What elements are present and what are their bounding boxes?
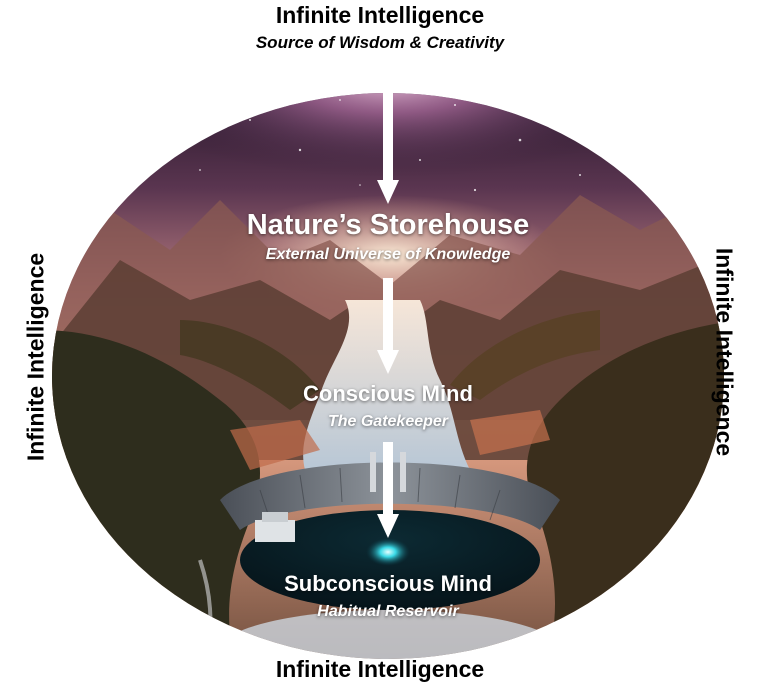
top-title: Infinite Intelligence xyxy=(275,2,485,28)
stage-conscious-mind: Conscious Mind The Gatekeeper xyxy=(0,381,760,431)
stage-natures-storehouse: Nature’s Storehouse External Universe of… xyxy=(0,209,760,264)
bottom-label: Infinite Intelligence xyxy=(275,656,485,682)
arrow-middle xyxy=(377,278,399,374)
stage-subtitle: Habitual Reservoir xyxy=(317,603,459,620)
stage-subtitle: External Universe of Knowledge xyxy=(265,246,511,263)
stage-title: Subconscious Mind xyxy=(284,571,492,596)
top-subtitle: Source of Wisdom & Creativity xyxy=(255,33,505,52)
arrow-bottom xyxy=(377,442,399,538)
left-label: Infinite Intelligence xyxy=(22,252,49,462)
stage-title: Nature’s Storehouse xyxy=(246,209,530,241)
stage-subtitle: The Gatekeeper xyxy=(327,413,449,430)
right-label: Infinite Intelligence xyxy=(711,247,738,457)
glow-orb xyxy=(366,538,410,566)
flow-arrows xyxy=(377,58,399,538)
stage-title: Conscious Mind xyxy=(303,381,473,406)
stage-subconscious-mind: Subconscious Mind Habitual Reservoir xyxy=(0,571,760,621)
arrow-top xyxy=(377,58,399,204)
